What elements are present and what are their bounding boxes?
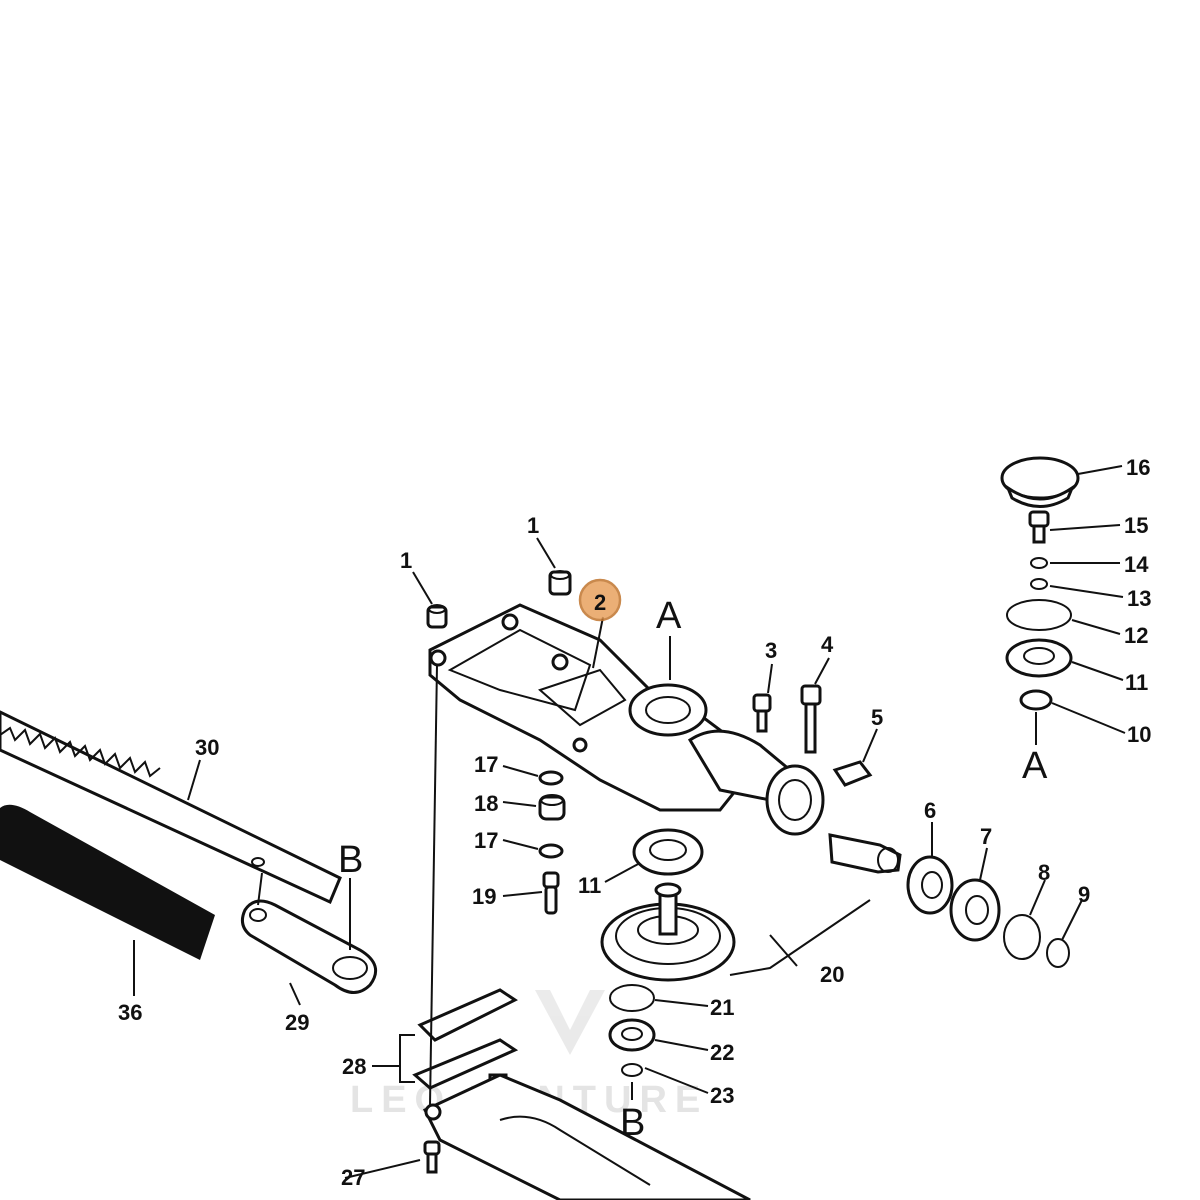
part-20-crown-gear <box>600 882 736 982</box>
callout-14: 14 <box>1124 552 1149 577</box>
ref-letter-a-housing: A <box>656 595 682 637</box>
callout-19: 19 <box>472 884 496 909</box>
callout-11: 11 <box>1125 670 1148 695</box>
part-16-cap <box>1000 456 1080 508</box>
ref-letter-a-stack: A <box>1022 745 1048 787</box>
callout-7: 7 <box>980 824 992 849</box>
callout-21: 21 <box>710 995 734 1020</box>
part-4-bolt <box>800 684 822 754</box>
callout-1: 1 <box>400 548 412 573</box>
callout-11: 11 <box>578 873 601 898</box>
leader-lines <box>133 465 1126 1179</box>
reference-letters: A A B B <box>338 595 1048 1144</box>
callout-5: 5 <box>871 705 883 730</box>
part-14-washer <box>1030 557 1048 569</box>
callout-30: 30 <box>195 735 219 760</box>
part-19-pin <box>542 871 560 915</box>
callout-4: 4 <box>821 632 834 657</box>
part-1-nut-left <box>426 604 448 629</box>
part-23-clip <box>621 1063 643 1077</box>
callout-28: 28 <box>342 1054 366 1079</box>
callout-13: 13 <box>1127 586 1151 611</box>
callout-20: 20 <box>820 962 844 987</box>
part-12-snap-ring <box>1006 599 1072 631</box>
part-11-bearing-lower <box>632 828 704 876</box>
part-1-nut-right <box>548 570 572 596</box>
part-27-screw <box>423 1140 441 1174</box>
part-2-gear-housing <box>428 603 825 836</box>
callout-10: 10 <box>1127 722 1151 747</box>
part-5-plate <box>832 760 873 787</box>
callout-3: 3 <box>765 638 777 663</box>
callout-16: 16 <box>1126 455 1150 480</box>
callout-15: 15 <box>1124 513 1148 538</box>
part-18-bushing <box>538 794 566 821</box>
ref-letter-b-crank: B <box>338 839 363 881</box>
part-29-crank-arm <box>240 899 378 994</box>
part-10-seal <box>1019 689 1053 711</box>
part-6-bearing <box>906 855 954 915</box>
callout-1: 1 <box>527 513 539 538</box>
callout-6: 6 <box>924 798 936 823</box>
callout-23: 23 <box>710 1083 734 1108</box>
part-17-washer-bottom <box>538 843 564 859</box>
highlight-circle-part-2[interactable] <box>578 578 622 622</box>
part-8-snap-ring <box>1003 914 1041 960</box>
part-15-screw <box>1028 510 1050 544</box>
callout-2[interactable]: 2 <box>594 590 606 615</box>
part-9-circlip <box>1046 938 1070 968</box>
part-30-blade <box>0 710 342 905</box>
callout-labels: 1 1 2 3 4 5 6 7 8 9 10 11 11 12 13 14 15… <box>118 455 1151 1190</box>
callout-22: 22 <box>710 1040 734 1065</box>
ref-letter-b-lower: B <box>620 1102 645 1144</box>
callout-29: 29 <box>285 1010 309 1035</box>
part-20-pinion-gear <box>828 833 902 874</box>
part-17-washer-top <box>538 770 564 786</box>
part-36-brush <box>0 804 215 960</box>
part-28-plates <box>412 988 519 1090</box>
callout-17: 17 <box>474 828 498 853</box>
callout-9: 9 <box>1078 882 1090 907</box>
callout-8: 8 <box>1038 860 1050 885</box>
part-3-bolt <box>752 693 772 733</box>
callout-18: 18 <box>474 791 498 816</box>
part-11-bearing-upper <box>1005 638 1073 678</box>
callout-27: 27 <box>341 1165 365 1190</box>
part-22-bearing <box>608 1018 656 1052</box>
part-13-washer <box>1030 578 1048 590</box>
callout-36: 36 <box>118 1000 142 1025</box>
part-lower-frame <box>422 1073 751 1200</box>
callout-12: 12 <box>1124 623 1148 648</box>
part-21-snap-ring <box>609 984 655 1012</box>
part-7-bearing <box>949 878 1001 942</box>
callout-17: 17 <box>474 752 498 777</box>
